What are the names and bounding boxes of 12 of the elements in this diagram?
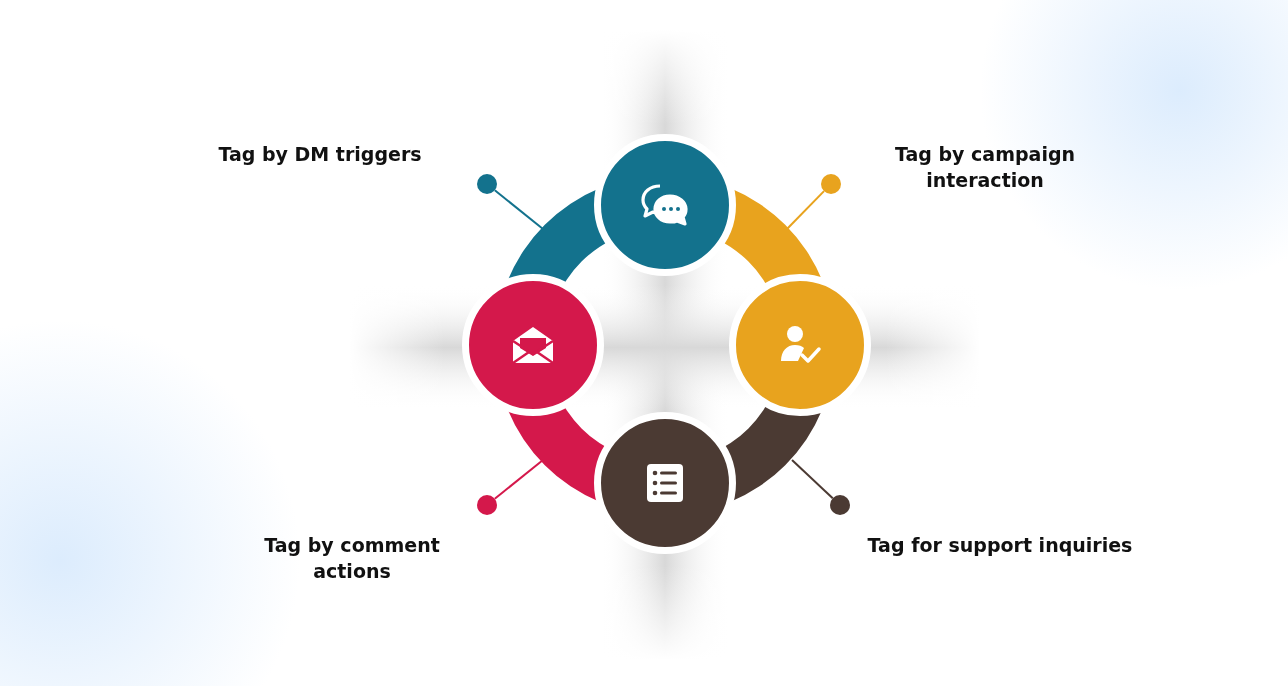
- category-label: Tag by comment actions: [263, 533, 441, 584]
- marker-dot: [821, 174, 841, 194]
- category-label: Tag for support inquiries: [866, 533, 1134, 558]
- category-label: Tag by campaign interaction: [893, 142, 1077, 193]
- category-label: Tag by DM triggers: [217, 142, 423, 167]
- marker-dot: [830, 495, 850, 515]
- marker-dot: [477, 495, 497, 515]
- marker-dot: [477, 174, 497, 194]
- leader-line: [791, 459, 834, 500]
- leader-line: [493, 459, 544, 500]
- leader-line: [786, 190, 825, 230]
- leader-line: [493, 189, 544, 230]
